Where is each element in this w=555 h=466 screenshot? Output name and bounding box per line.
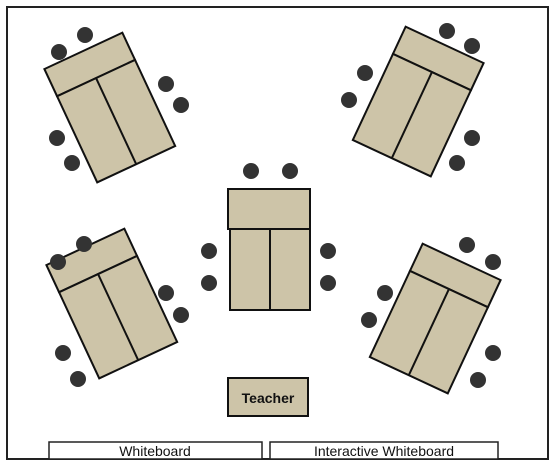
chair xyxy=(377,285,393,301)
chair xyxy=(449,155,465,171)
desk-group-center xyxy=(201,163,336,311)
desk-group-top-right xyxy=(341,23,485,178)
desk-divider xyxy=(97,273,140,361)
chair xyxy=(173,97,189,113)
desk-divider xyxy=(407,288,450,376)
chair xyxy=(361,312,377,328)
chair xyxy=(485,254,501,270)
teacher-label: Teacher xyxy=(242,390,295,406)
interactive-whiteboard-label: Interactive Whiteboard xyxy=(314,443,454,459)
chair xyxy=(201,275,217,291)
chair xyxy=(357,65,373,81)
whiteboard: Whiteboard xyxy=(48,441,263,460)
chair xyxy=(173,307,189,323)
chair xyxy=(282,163,298,179)
chair xyxy=(439,23,455,39)
chair xyxy=(55,345,71,361)
chair xyxy=(49,130,65,146)
chair xyxy=(64,155,80,171)
chair xyxy=(320,275,336,291)
interactive-whiteboard: Interactive Whiteboard xyxy=(269,441,499,460)
chair xyxy=(459,237,475,253)
chair xyxy=(243,163,259,179)
desk xyxy=(227,188,311,230)
whiteboard-panel xyxy=(48,441,263,460)
chair xyxy=(51,44,67,60)
desk-divider xyxy=(95,77,138,165)
chair xyxy=(158,76,174,92)
chair xyxy=(50,254,66,270)
chair xyxy=(201,243,217,259)
teacher-desk-surface xyxy=(227,377,309,417)
chair xyxy=(76,236,92,252)
chair xyxy=(77,27,93,43)
chair xyxy=(70,371,86,387)
chair xyxy=(464,130,480,146)
chair xyxy=(341,92,357,108)
teacher-desk: Teacher xyxy=(227,377,309,417)
desk-group-bottom-left xyxy=(45,227,189,387)
chair xyxy=(320,243,336,259)
desk-group-top-left xyxy=(43,27,189,184)
desk-divider xyxy=(390,71,433,159)
chair xyxy=(158,285,174,301)
chair xyxy=(464,38,480,54)
desk-group-bottom-right xyxy=(361,237,502,395)
chair xyxy=(470,372,486,388)
chair xyxy=(485,345,501,361)
whiteboard-label: Whiteboard xyxy=(119,443,191,459)
interactive-whiteboard-panel xyxy=(269,441,499,460)
